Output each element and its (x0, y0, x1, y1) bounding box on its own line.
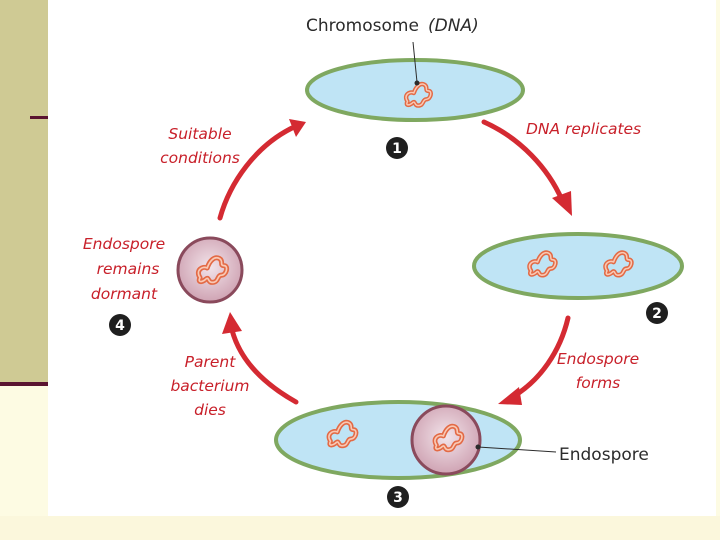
step-number: 2 (652, 306, 662, 322)
slide-bottom-band (0, 516, 720, 540)
slide-side-panel (0, 0, 48, 385)
step-number: 1 (392, 141, 402, 157)
chromosome-leader-dot (414, 80, 420, 86)
endospore-forms-label-2: forms (576, 374, 621, 392)
suitable-label: Suitable (168, 125, 231, 143)
dna-replicates-label: DNA replicates (526, 120, 641, 138)
endospore-remains-label-1: Endospore (83, 235, 165, 253)
step-number: 3 (393, 490, 403, 506)
dna-label: (DNA) (428, 16, 479, 36)
step-number: 4 (115, 318, 125, 334)
step-marker-4: 4 (109, 314, 131, 336)
parent-label: Parent (185, 353, 237, 371)
endospore-callout-label: Endospore (559, 445, 649, 465)
endospore-forms-label-1: Endospore (557, 350, 639, 368)
dies-label: dies (194, 401, 226, 419)
arrow-4-to-1 (217, 119, 306, 221)
endospore-cycle-figure: Chromosome (DNA) DNA replicates Suitable… (48, 0, 716, 516)
cell-stage-3 (274, 400, 522, 480)
arrow-1-to-2 (481, 119, 572, 216)
step-marker-2: 2 (646, 302, 668, 324)
endospore-leader-line (477, 446, 557, 453)
conditions-label: conditions (160, 149, 240, 167)
step-marker-1: 1 (386, 137, 408, 159)
bacterium-label: bacterium (170, 377, 249, 395)
cell-stage-2 (472, 232, 684, 300)
chromosome-leader-line (412, 41, 418, 83)
slide-rule (0, 382, 48, 386)
cell-stage-1 (305, 58, 525, 122)
chromosome-label: Chromosome (306, 16, 419, 36)
arrow-3-to-4 (222, 312, 299, 405)
arrow-2-to-3 (498, 315, 571, 405)
step-marker-3: 3 (387, 486, 409, 508)
slide-rule-tick (30, 116, 48, 119)
dormant-endospore (176, 236, 244, 304)
endospore-remains-label-2: remains (97, 260, 160, 278)
endospore-remains-label-3: dormant (91, 285, 158, 303)
forming-endospore (410, 404, 482, 476)
endospore-leader-dot (475, 444, 481, 450)
